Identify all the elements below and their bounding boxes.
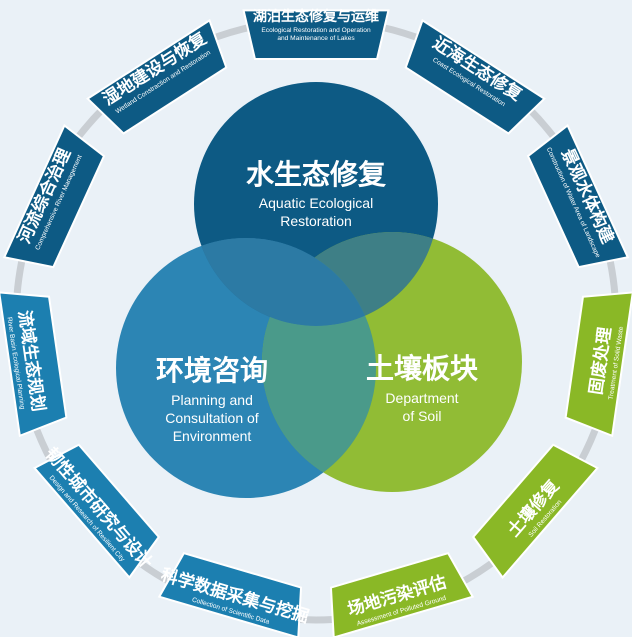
soil-title: 土壤板块 xyxy=(366,352,478,385)
segment-subtitle: Ecological Restoration and Operation xyxy=(261,27,371,34)
env-subtitle-3: Environment xyxy=(173,428,252,444)
segment-title: 韧性城市研究与设计 xyxy=(41,444,157,573)
water-title: 水生态修复 xyxy=(246,158,386,191)
water-subtitle-1: Aquatic Ecological xyxy=(259,195,373,211)
water-subtitle-2: Restoration xyxy=(280,213,352,229)
segment-block xyxy=(157,552,303,637)
water-label: 水生态修复 Aquatic Ecological Restoration xyxy=(246,158,386,229)
soil-subtitle-2: of Soil xyxy=(403,408,442,424)
segment-block xyxy=(242,9,390,61)
segment-block xyxy=(526,123,630,269)
segment-block xyxy=(329,552,475,637)
segment-block xyxy=(2,123,106,269)
env-label: 环境咨询 Planning and Consultation of Enviro… xyxy=(156,354,268,444)
soil-subtitle-1: Department xyxy=(385,390,458,406)
segment-block xyxy=(404,18,546,135)
env-title: 环境咨询 xyxy=(156,354,268,387)
segment-subtitle-2: and Maintenance of Lakes xyxy=(277,35,355,42)
env-subtitle-2: Consultation of xyxy=(165,410,259,426)
segment-title: 湖泊生态修复与运维 xyxy=(253,8,379,25)
segment-block xyxy=(32,443,161,580)
segment-block xyxy=(564,291,632,438)
segment-block xyxy=(86,18,228,135)
env-subtitle-1: Planning and xyxy=(171,392,253,408)
overlap-center xyxy=(194,238,376,326)
ring-segment: 湖泊生态修复与运维 Ecological Restoration and Oper… xyxy=(242,8,390,61)
segment-label: 湖泊生态修复与运维 Ecological Restoration and Oper… xyxy=(253,8,379,42)
segment-block xyxy=(0,291,68,438)
venn-circles xyxy=(116,82,522,498)
soil-label: 土壤板块 Department of Soil xyxy=(366,352,478,424)
segment-block xyxy=(471,443,600,580)
